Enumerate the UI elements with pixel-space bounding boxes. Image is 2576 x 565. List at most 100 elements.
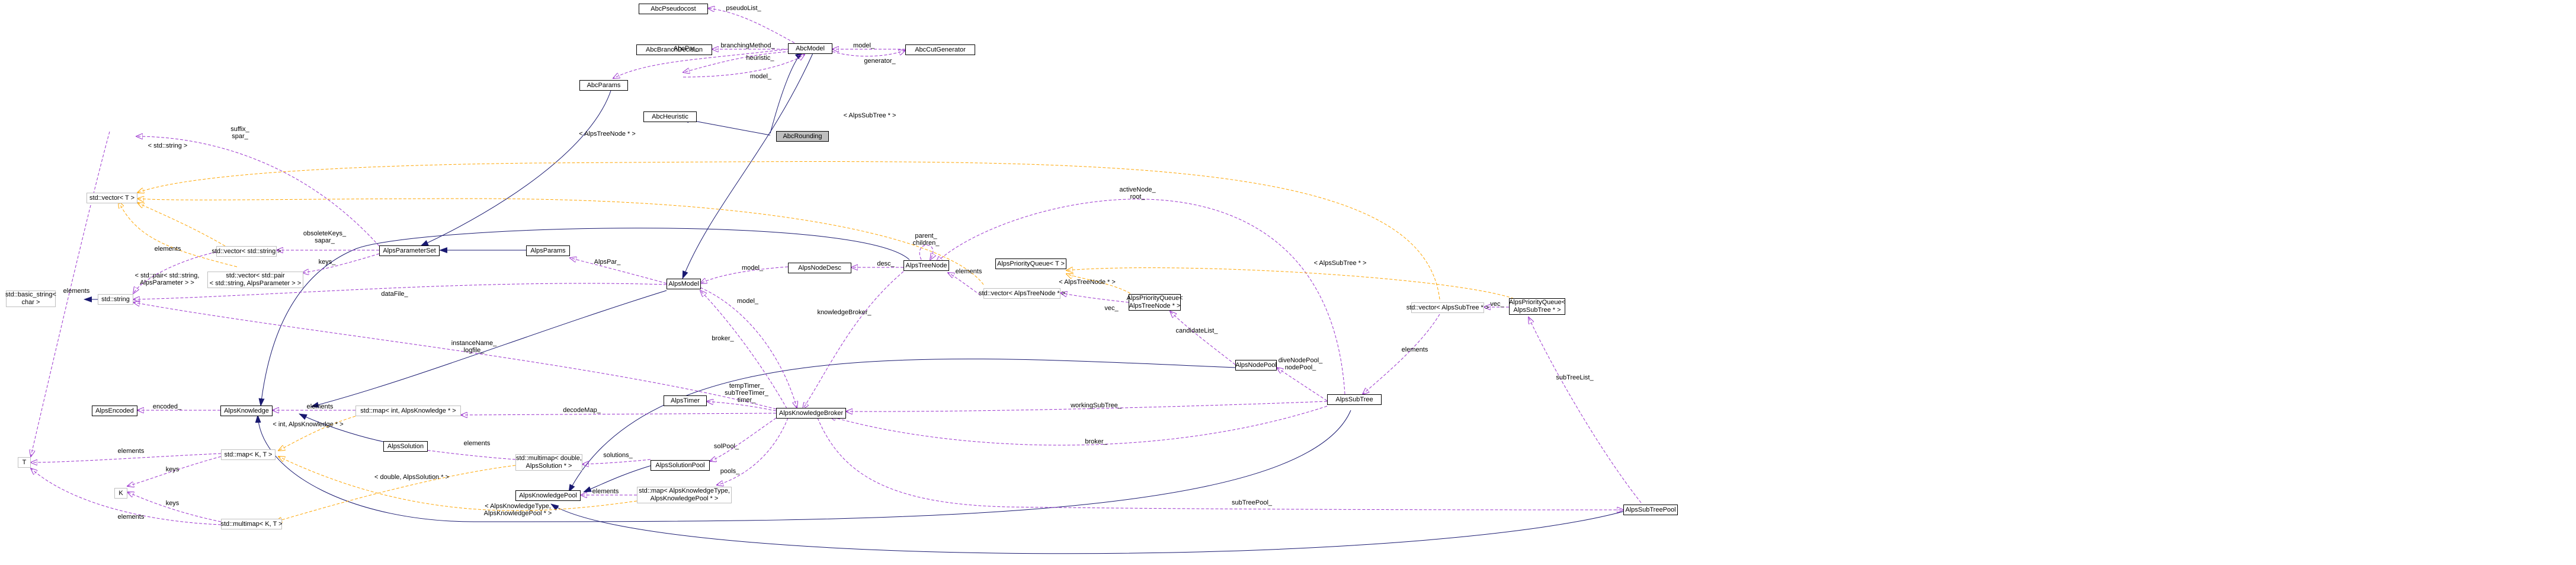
node-alps-node-desc[interactable]: AlpsNodeDesc (788, 263, 851, 273)
label-elements-subtree: elements (1401, 346, 1428, 353)
node-map-k-t[interactable]: std::map< K, T > (221, 449, 275, 460)
edge-divenodepool (1277, 368, 1328, 401)
label-datafile: dataFile_ (381, 291, 408, 298)
label-heuristic: heuristic_ (746, 55, 774, 62)
node-k[interactable]: K (114, 488, 127, 499)
node-t[interactable]: T (18, 457, 31, 468)
label-desc: desc_ (877, 260, 895, 267)
label-treenode-pq: < AlpsTreeNode * > (1059, 279, 1116, 286)
edge-elements-vecstring (133, 251, 217, 293)
node-alps-pq-treenode[interactable]: AlpsPriorityQueue< AlpsTreeNode * > (1126, 294, 1183, 311)
label-divenodepool: diveNodePool_ nodePool_ (1278, 357, 1323, 371)
node-alps-knowledge[interactable]: AlpsKnowledge (220, 406, 273, 416)
label-pseudolist: pseudoList_ (726, 5, 761, 12)
edge-abcpar (613, 47, 802, 78)
node-abc-rounding[interactable]: AbcRounding (776, 131, 829, 142)
edge-tpl-string-vec (137, 203, 226, 247)
node-abc-heuristic[interactable]: AbcHeuristic (643, 111, 697, 122)
edge-decodemap (461, 413, 777, 415)
node-alps-subtree-pool[interactable]: AlpsSubTreePool (1623, 505, 1678, 515)
node-alps-tree-node[interactable]: AlpsTreeNode (903, 260, 949, 271)
label-model-broker: model_ (736, 298, 759, 305)
label-elements-mapint: elements (306, 403, 334, 410)
label-elements-solution: elements (463, 440, 491, 447)
node-alps-knowledge-broker[interactable]: AlpsKnowledgeBroker (776, 408, 846, 419)
node-vector-pair[interactable]: std::vector< std::pair < std::string, Al… (207, 272, 303, 288)
edge-alpssolutionpool-to-alpsknowledgepool (583, 465, 652, 493)
label-elements-T: elements (117, 448, 145, 455)
label-elements-vecstring: elements (154, 245, 181, 253)
label-solutions: solutions_ (603, 452, 633, 459)
node-std-string[interactable]: std::string (98, 294, 133, 305)
label-vec-pq-subtree: vec_ (1490, 301, 1504, 308)
edge-elements-vecT (31, 131, 110, 457)
edge-solutions (582, 459, 651, 464)
node-alps-pq-subtree[interactable]: AlpsPriorityQueue< AlpsSubTree * > (1508, 298, 1566, 315)
node-alps-encoded[interactable]: AlpsEncoded (92, 406, 137, 416)
edge-abcrounding-to-abcmodel (770, 52, 803, 134)
label-double-sol: < double, AlpsSolution * > (374, 474, 449, 481)
node-alps-solution[interactable]: AlpsSolution (383, 441, 428, 452)
node-abc-params[interactable]: AbcParams (579, 80, 628, 91)
edge-elements-solution (410, 448, 516, 460)
edge-instancename (133, 302, 777, 410)
edge-elements-multimap (31, 468, 222, 525)
label-subtreepool: subTreePool_ (1231, 499, 1273, 506)
node-map-int-knowledge[interactable]: std::map< int, AlpsKnowledge * > (355, 406, 461, 416)
node-alps-pq-t[interactable]: AlpsPriorityQueue< T > (995, 258, 1066, 269)
node-alps-solution-pool[interactable]: AlpsSolutionPool (651, 460, 710, 471)
edge-alpssolution-to-alpsknowledge (299, 413, 384, 442)
node-abc-pseudocost[interactable]: AbcPseudocost (639, 4, 708, 14)
label-keys-multimap: keys (165, 500, 180, 507)
node-multimap-k-t[interactable]: std::multimap< K, T > (220, 519, 283, 529)
edge-suffix-spar (136, 136, 380, 247)
edge-pseudolist (708, 8, 803, 48)
label-decodemap: decodeMap_ (563, 407, 601, 414)
node-vector-t[interactable]: std::vector< T > (86, 193, 137, 203)
label-type-pool: < AlpsKnowledgeType, AlpsKnowledgePool *… (483, 503, 552, 517)
node-vector-string[interactable]: std::vector< std::string > (212, 246, 281, 257)
edge-tpl-treenode-vec (137, 199, 984, 285)
edge-heuristic (683, 50, 800, 72)
node-vector-subtree-ptr[interactable]: std::vector< AlpsSubTree * > (1406, 302, 1489, 313)
node-vector-treenode-ptr[interactable]: std::vector< AlpsTreeNode * > (979, 288, 1065, 299)
node-basic-string[interactable]: std::basic_string< char > (5, 291, 56, 307)
edge-model-heuristic (683, 55, 805, 78)
edge-datafile (133, 283, 667, 299)
label-obsoletekeys: obsoleteKeys_ sapar_ (303, 230, 347, 244)
label-instancename: instanceName_ logfile_ (451, 340, 497, 354)
node-alps-model[interactable]: AlpsModel (667, 279, 701, 289)
edge-alpsmodel-to-alpsknowledge (310, 290, 667, 408)
edge-abcmodel-to-alpsmodel (682, 53, 813, 279)
edge-broker-subtree (829, 406, 1328, 446)
node-alps-timer[interactable]: AlpsTimer (664, 395, 707, 406)
node-abc-branch-decision[interactable]: AbcBranchDecision (636, 44, 712, 55)
edge-alpsnodepool-to-alpsknowledgepool (568, 358, 1236, 493)
label-vec-pq: vec_ (1104, 305, 1119, 312)
edge-vec-pq (1060, 293, 1129, 303)
label-alpspar: AlpsPar_ (594, 258, 621, 266)
edge-elements-treenode (948, 273, 981, 296)
label-generator: generator_ (864, 58, 896, 65)
node-map-type-pool[interactable]: std::map< AlpsKnowledgeType, AlpsKnowled… (637, 487, 732, 503)
label-string-vec: < std::string > (148, 142, 188, 149)
label-elements-pool: elements (592, 488, 619, 495)
label-suffix-spar: suffix_ spar_ (230, 126, 249, 140)
node-alps-node-pool[interactable]: AlpsNodePool (1235, 360, 1277, 371)
node-multimap-double-solution[interactable]: std::multimap< double, AlpsSolution * > (515, 454, 582, 471)
edge-alpssubtreepool-to-alpsknowledgepool (550, 503, 1630, 554)
node-alps-subtree[interactable]: AlpsSubTree (1327, 394, 1382, 405)
node-alps-parameter-set[interactable]: AlpsParameterSet (379, 245, 440, 256)
edge-keys-mapKT (127, 456, 222, 486)
node-alps-params[interactable]: AlpsParams (526, 245, 570, 256)
label-broker-model: broker_ (712, 335, 734, 342)
node-abc-cut-generator[interactable]: AbcCutGenerator (905, 44, 975, 55)
edge-tpl-typepool-map (278, 457, 637, 511)
node-alps-knowledge-pool[interactable]: AlpsKnowledgePool (515, 490, 581, 501)
edge-tpl-subtree-pq (1066, 268, 1523, 303)
edge-tpl-doublesol-multimap (275, 465, 516, 522)
edge-model-broker (700, 287, 797, 408)
edge-elements-subtreeptr (1363, 314, 1440, 394)
node-abc-model[interactable]: AbcModel (788, 43, 832, 54)
